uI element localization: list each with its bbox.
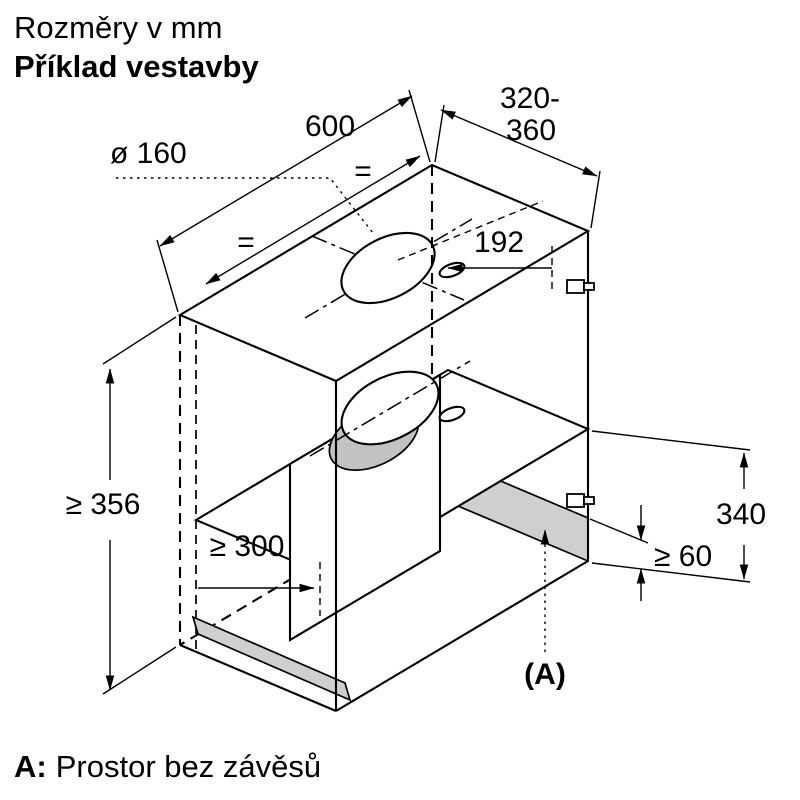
hinge-icon-top — [566, 279, 595, 294]
cable-grommet-shelf-icon — [438, 405, 466, 423]
footnote: A: Prostor bez závěsů — [14, 749, 321, 784]
edge-bottom-front — [335, 560, 589, 712]
dim-niche-label: ≥ 356 — [66, 488, 141, 521]
dim-diameter-label: ø 160 — [110, 137, 187, 170]
footnote-label: A: — [14, 749, 47, 784]
dim-width-ext-right — [408, 89, 431, 163]
dim-diameter-leader — [116, 177, 374, 234]
dim-width-label: 600 — [305, 110, 355, 143]
hinge-icon-bottom — [566, 493, 595, 508]
dim-equals-left-label: = — [237, 226, 255, 259]
dim-equals-right-label: = — [354, 155, 372, 188]
dim-depth-ext-right — [590, 170, 601, 229]
units-subtitle: Rozměry v mm — [14, 10, 222, 45]
page-title: Příklad vestavby — [14, 49, 259, 84]
dim-centering-line — [205, 155, 421, 285]
dim-niche-ext-bottom — [102, 646, 177, 695]
dim-front-label: 340 — [716, 498, 766, 531]
visor-panel — [191, 615, 352, 702]
dim-depth-label-line2: 360 — [506, 114, 556, 147]
dim-depth-line — [440, 109, 598, 177]
dim-duct-offset-centerline — [397, 200, 544, 261]
edge-bottom-left — [179, 644, 337, 712]
dim-pullout-label: ≥ 300 — [210, 530, 285, 563]
dim-duct-offset-label: 192 — [474, 226, 524, 259]
dim-front-ext-top — [591, 430, 751, 451]
zone-a-label: (A) — [524, 658, 566, 691]
dim-front-ext-bottom — [591, 562, 751, 583]
dim-depth-label-line1: 320- — [500, 82, 560, 115]
footnote-text: Prostor bez závěsů — [56, 749, 321, 784]
dim-niche-ext-top — [102, 316, 177, 365]
dim-hingefree-label: ≥ 60 — [654, 540, 712, 573]
dim-width-ext-left — [156, 239, 179, 313]
